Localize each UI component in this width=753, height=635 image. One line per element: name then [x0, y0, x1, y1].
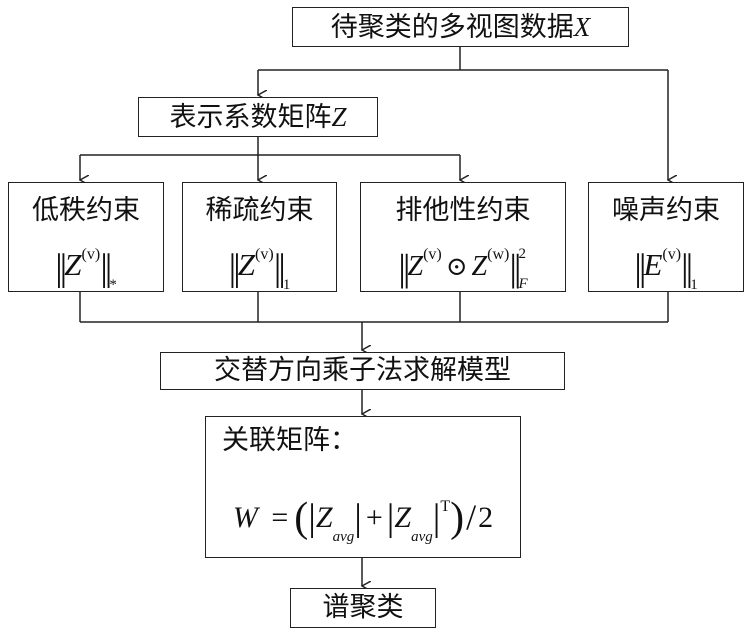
lowrank-constraint-title: 低秩约束 [9, 195, 163, 227]
input-data-label: 待聚类的多视图数据 [331, 12, 574, 43]
representation-matrix-label: 表示系数矩阵 [169, 102, 331, 133]
affinity-matrix-formula: W =(|Zavg|+|Zavg|T)/2 [206, 487, 520, 557]
sparse-constraint-box: 稀疏约束 ||Z(v)||1 [182, 182, 337, 292]
exclusive-norm-formula: ||Z(v)⊙Z(w)||2F [361, 235, 565, 292]
input-data-box: 待聚类的多视图数据X [292, 7, 629, 47]
input-data-variable: X [574, 12, 591, 42]
affinity-matrix-box: 关联矩阵： W =(|Zavg|+|Zavg|T)/2 [205, 416, 521, 558]
exclusive-constraint-title: 排他性约束 [361, 195, 565, 227]
noise-constraint-box: 噪声约束 ||E(v)||1 [588, 182, 744, 292]
sparse-constraint-title: 稀疏约束 [183, 195, 336, 227]
noise-constraint-title: 噪声约束 [589, 195, 743, 227]
admm-solver-label: 交替方向乘子法求解模型 [161, 355, 564, 387]
representation-matrix-variable: Z [331, 102, 346, 132]
representation-matrix-box: 表示系数矩阵Z [138, 97, 378, 137]
lowrank-norm-formula: ||Z(v)||* [9, 235, 163, 305]
exclusive-constraint-box: 排他性约束 ||Z(v)⊙Z(w)||2F [360, 182, 566, 292]
sparse-norm-formula: ||Z(v)||1 [183, 235, 336, 305]
affinity-matrix-title: 关联矩阵： [222, 425, 520, 457]
admm-solver-box: 交替方向乘子法求解模型 [160, 352, 565, 390]
spectral-clustering-label: 谱聚类 [291, 592, 435, 624]
lowrank-constraint-box: 低秩约束 ||Z(v)||* [8, 182, 164, 292]
spectral-clustering-box: 谱聚类 [290, 588, 436, 628]
noise-norm-formula: ||E(v)||1 [589, 235, 743, 305]
